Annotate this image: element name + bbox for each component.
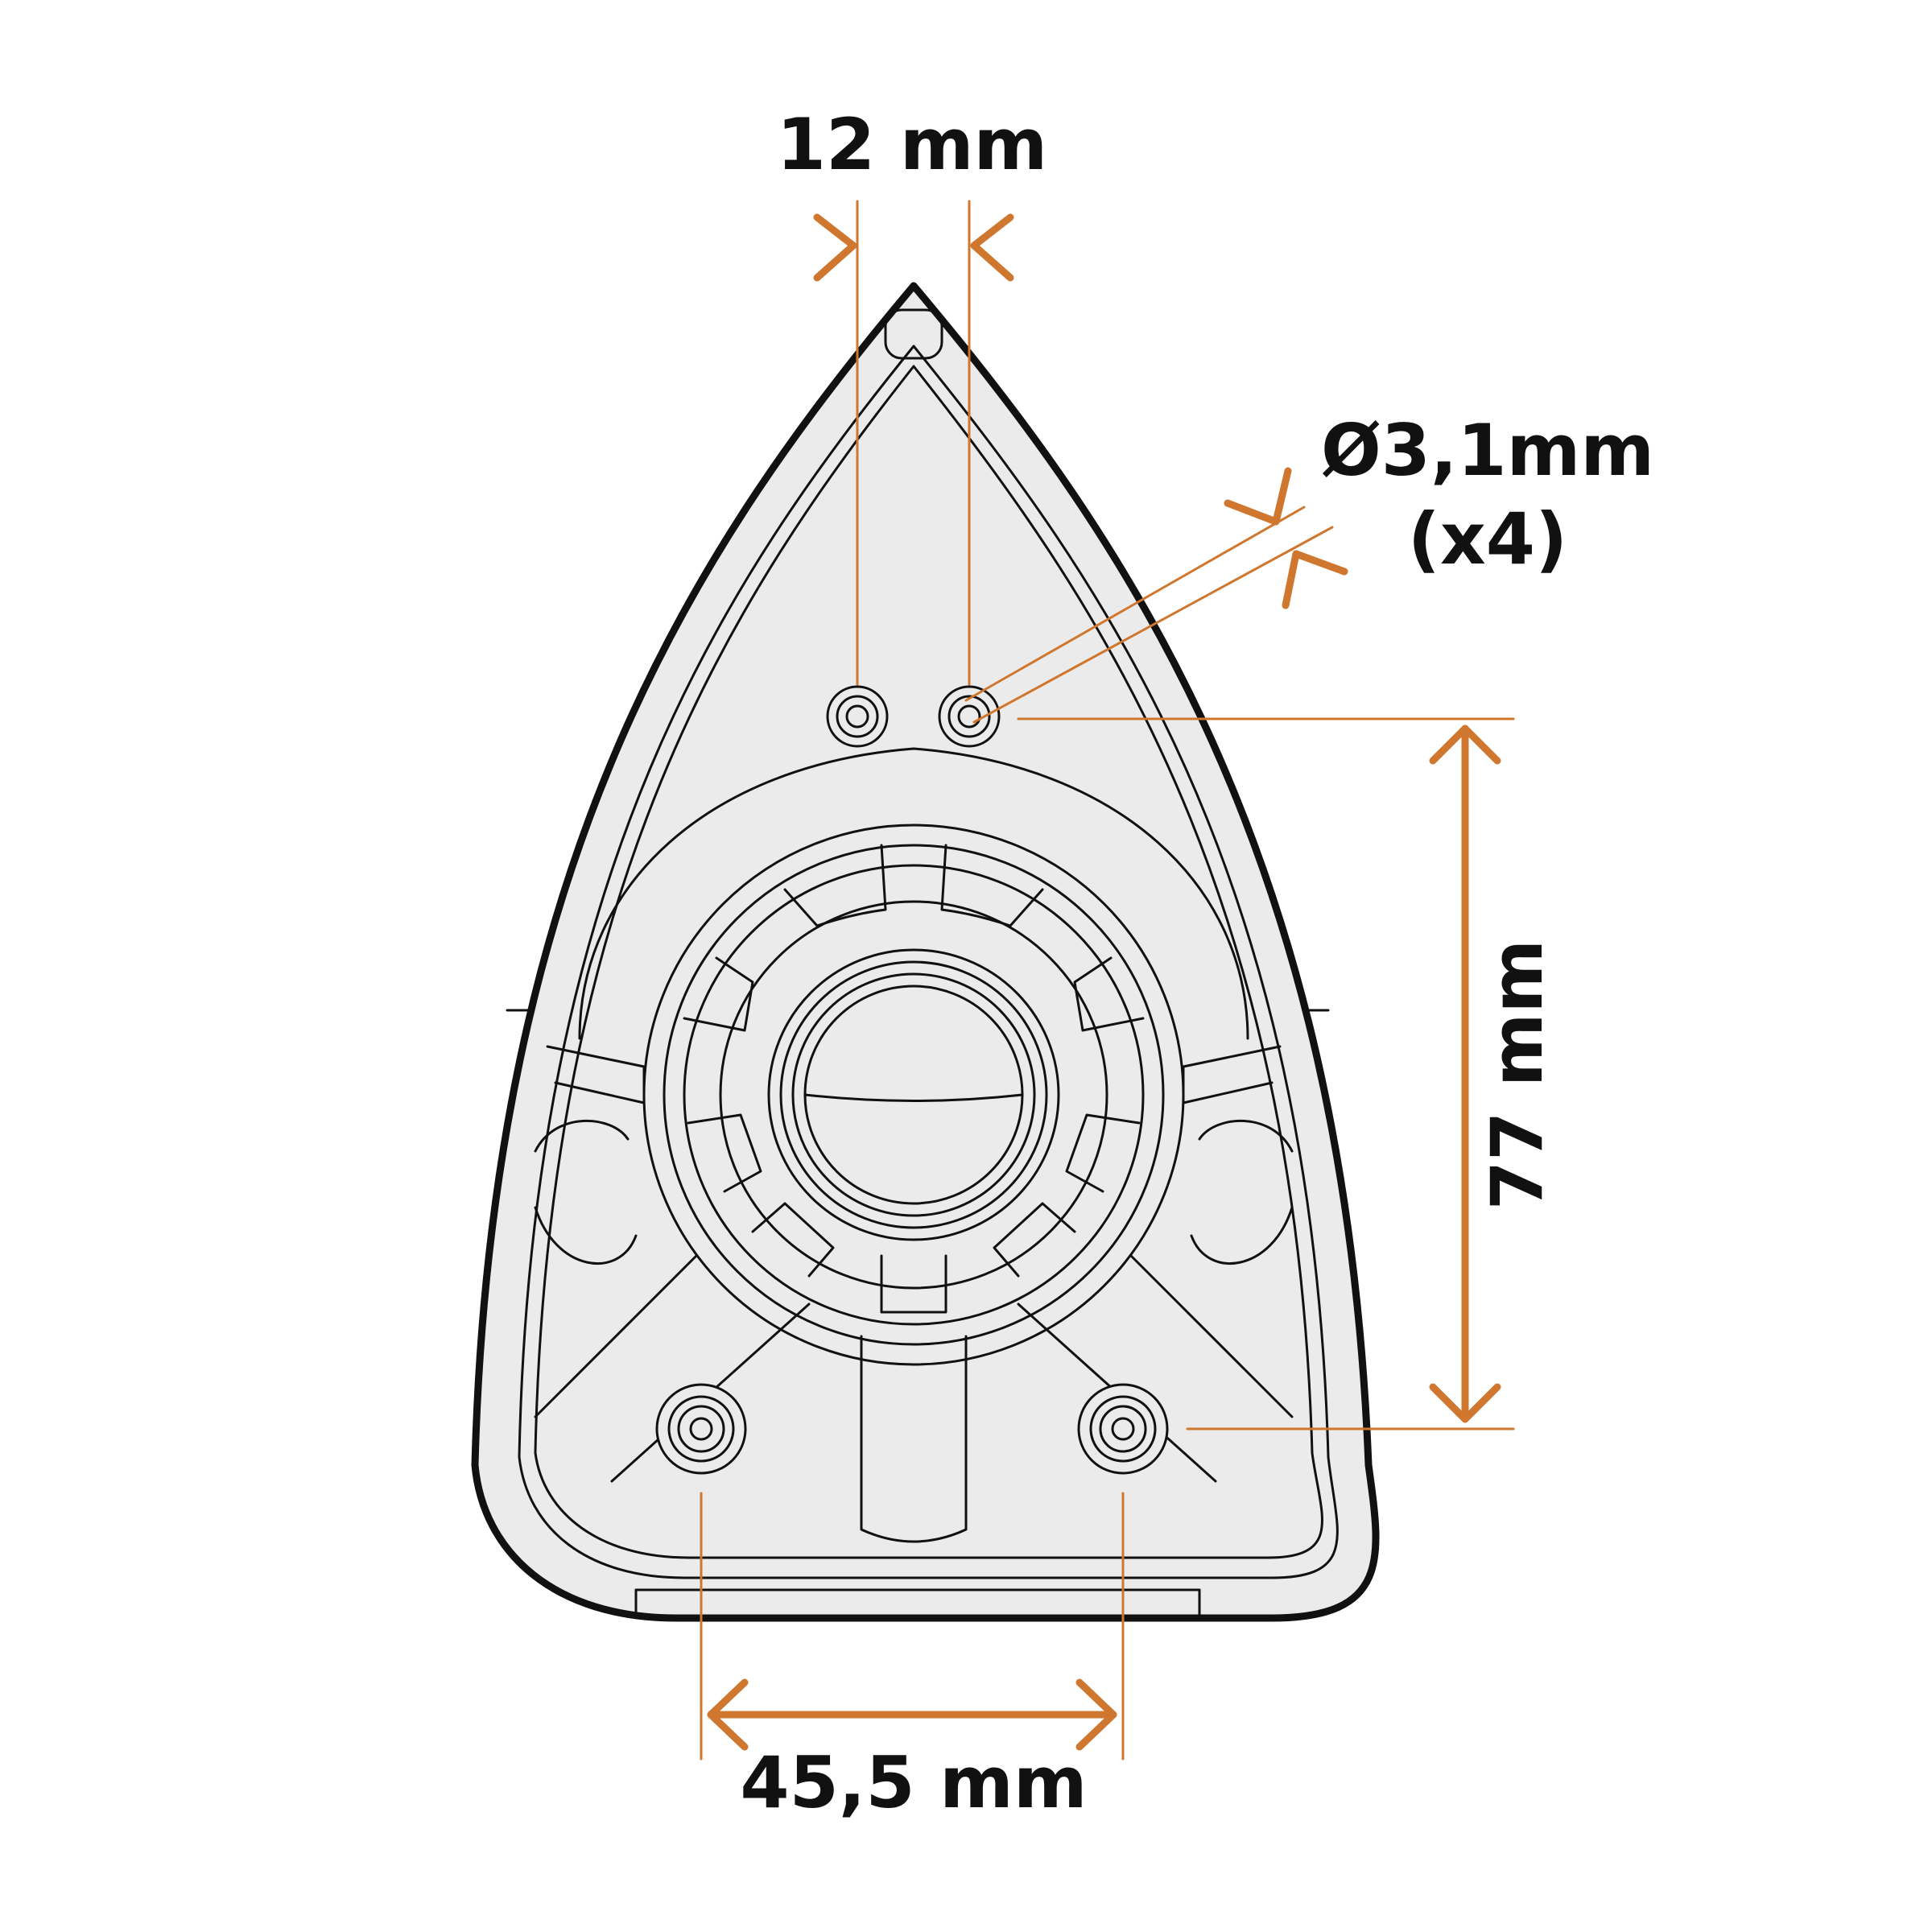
hub-ring-3 (683, 864, 1145, 1326)
label-hole-count: (x4) (1408, 497, 1567, 580)
dimensions (700, 200, 1515, 1761)
hub-inner-3 (791, 972, 1036, 1217)
sanding-pad (471, 282, 1380, 1622)
rib-left-lower (534, 1254, 698, 1418)
dome-outline (578, 747, 1249, 1040)
label-hole-diameter: Ø3,1mm (1321, 409, 1654, 492)
left-lobe (534, 1119, 638, 1265)
pad-inner-rim (518, 345, 1339, 1579)
rib-right-lower (1129, 1254, 1294, 1418)
pad-inner-rim-2 (534, 365, 1323, 1559)
pad-tip-detail (884, 308, 943, 360)
hub-ring-1 (642, 824, 1185, 1366)
mounting-holes (655, 685, 1169, 1475)
right-lobe (1190, 1119, 1294, 1265)
hole-bottom-left (655, 1383, 747, 1475)
dim-bottom-45-5mm (700, 1492, 1125, 1761)
label-vertical-spacing: 77 mm (1476, 939, 1558, 1211)
hole-top-right (938, 685, 1001, 748)
dim-vertical-77mm (1017, 717, 1515, 1430)
label-top-spacing: 12 mm (777, 103, 1048, 186)
label-bottom-spacing: 45,5 mm (740, 1741, 1087, 1824)
hub-ring-2 (663, 844, 1165, 1346)
dim-top-12mm (813, 200, 1014, 686)
hub-core-split (803, 1093, 1024, 1102)
dim-hole-diameter (964, 467, 1348, 724)
pad-outer-outline (471, 282, 1380, 1622)
hub-inner-2 (779, 960, 1048, 1229)
hub-spokes (683, 844, 1145, 1314)
hole-bottom-right (1077, 1383, 1169, 1475)
hole-top-left (826, 685, 889, 748)
hub-inner-1 (767, 948, 1060, 1241)
hub-ring-4 (719, 900, 1108, 1290)
center-channel (860, 1335, 968, 1543)
